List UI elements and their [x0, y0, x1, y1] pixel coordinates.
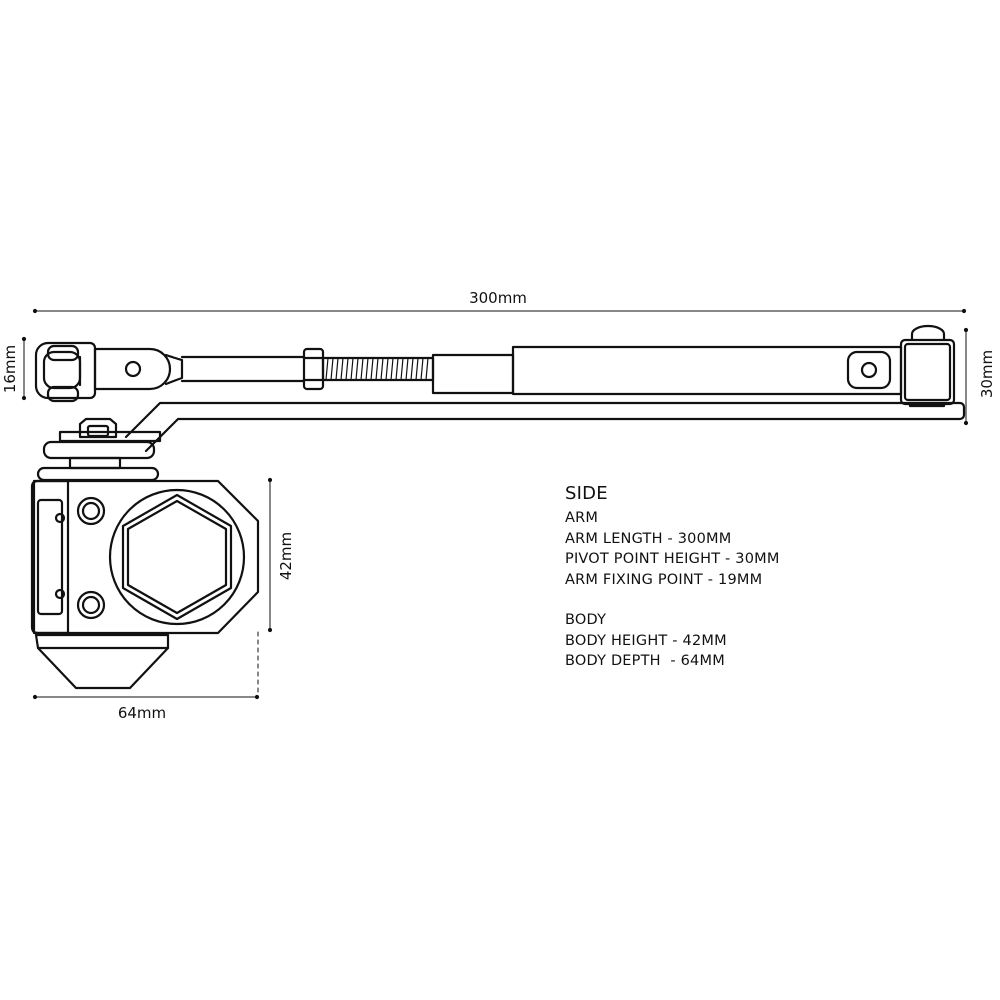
spec-pivot-height: PIVOT POINT HEIGHT - 30MM — [565, 551, 780, 567]
spec-body-title: BODY — [565, 612, 607, 628]
spec-body-height: BODY HEIGHT - 42MM — [565, 632, 727, 649]
label-64mm: 64mm — [118, 704, 166, 722]
spec-heading: SIDE — [565, 483, 608, 504]
dimension-42mm — [257, 477, 273, 693]
dimension-30mm — [963, 327, 969, 426]
label-30mm: 30mm — [978, 350, 996, 398]
label-300mm: 300mm — [469, 289, 527, 307]
lock-nut — [302, 347, 325, 391]
spec-body-depth: BODY DEPTH - 64MM — [565, 653, 725, 669]
label-16mm: 16mm — [1, 345, 19, 393]
spec-arm-length: ARM LENGTH - 300MM — [565, 530, 732, 547]
hex-socket-ring — [108, 488, 246, 626]
dimension-16mm — [21, 336, 27, 401]
arm-sleeve — [431, 353, 515, 395]
mount-hole-bottom — [76, 590, 106, 620]
rod-eye — [93, 347, 172, 391]
dimension-300mm — [32, 308, 967, 314]
bottom-cone — [34, 633, 170, 690]
pivot-block — [899, 338, 956, 406]
label-42mm: 42mm — [277, 532, 295, 580]
pivot-nut — [58, 430, 162, 443]
closer-body — [30, 479, 260, 690]
spec-panel: SIDE ARM ARM LENGTH - 300MM PIVOT POINT … — [565, 482, 780, 672]
lower-arm — [124, 401, 966, 453]
mount-hole-top — [76, 496, 106, 526]
spec-arm-fixing: ARM FIXING POINT - 19MM — [565, 571, 763, 588]
arm-tube — [511, 345, 903, 396]
hex-socket — [121, 493, 233, 621]
dimension-64mm — [32, 694, 260, 700]
spec-arm-title: ARM — [565, 510, 599, 526]
arm-assembly — [34, 324, 966, 482]
